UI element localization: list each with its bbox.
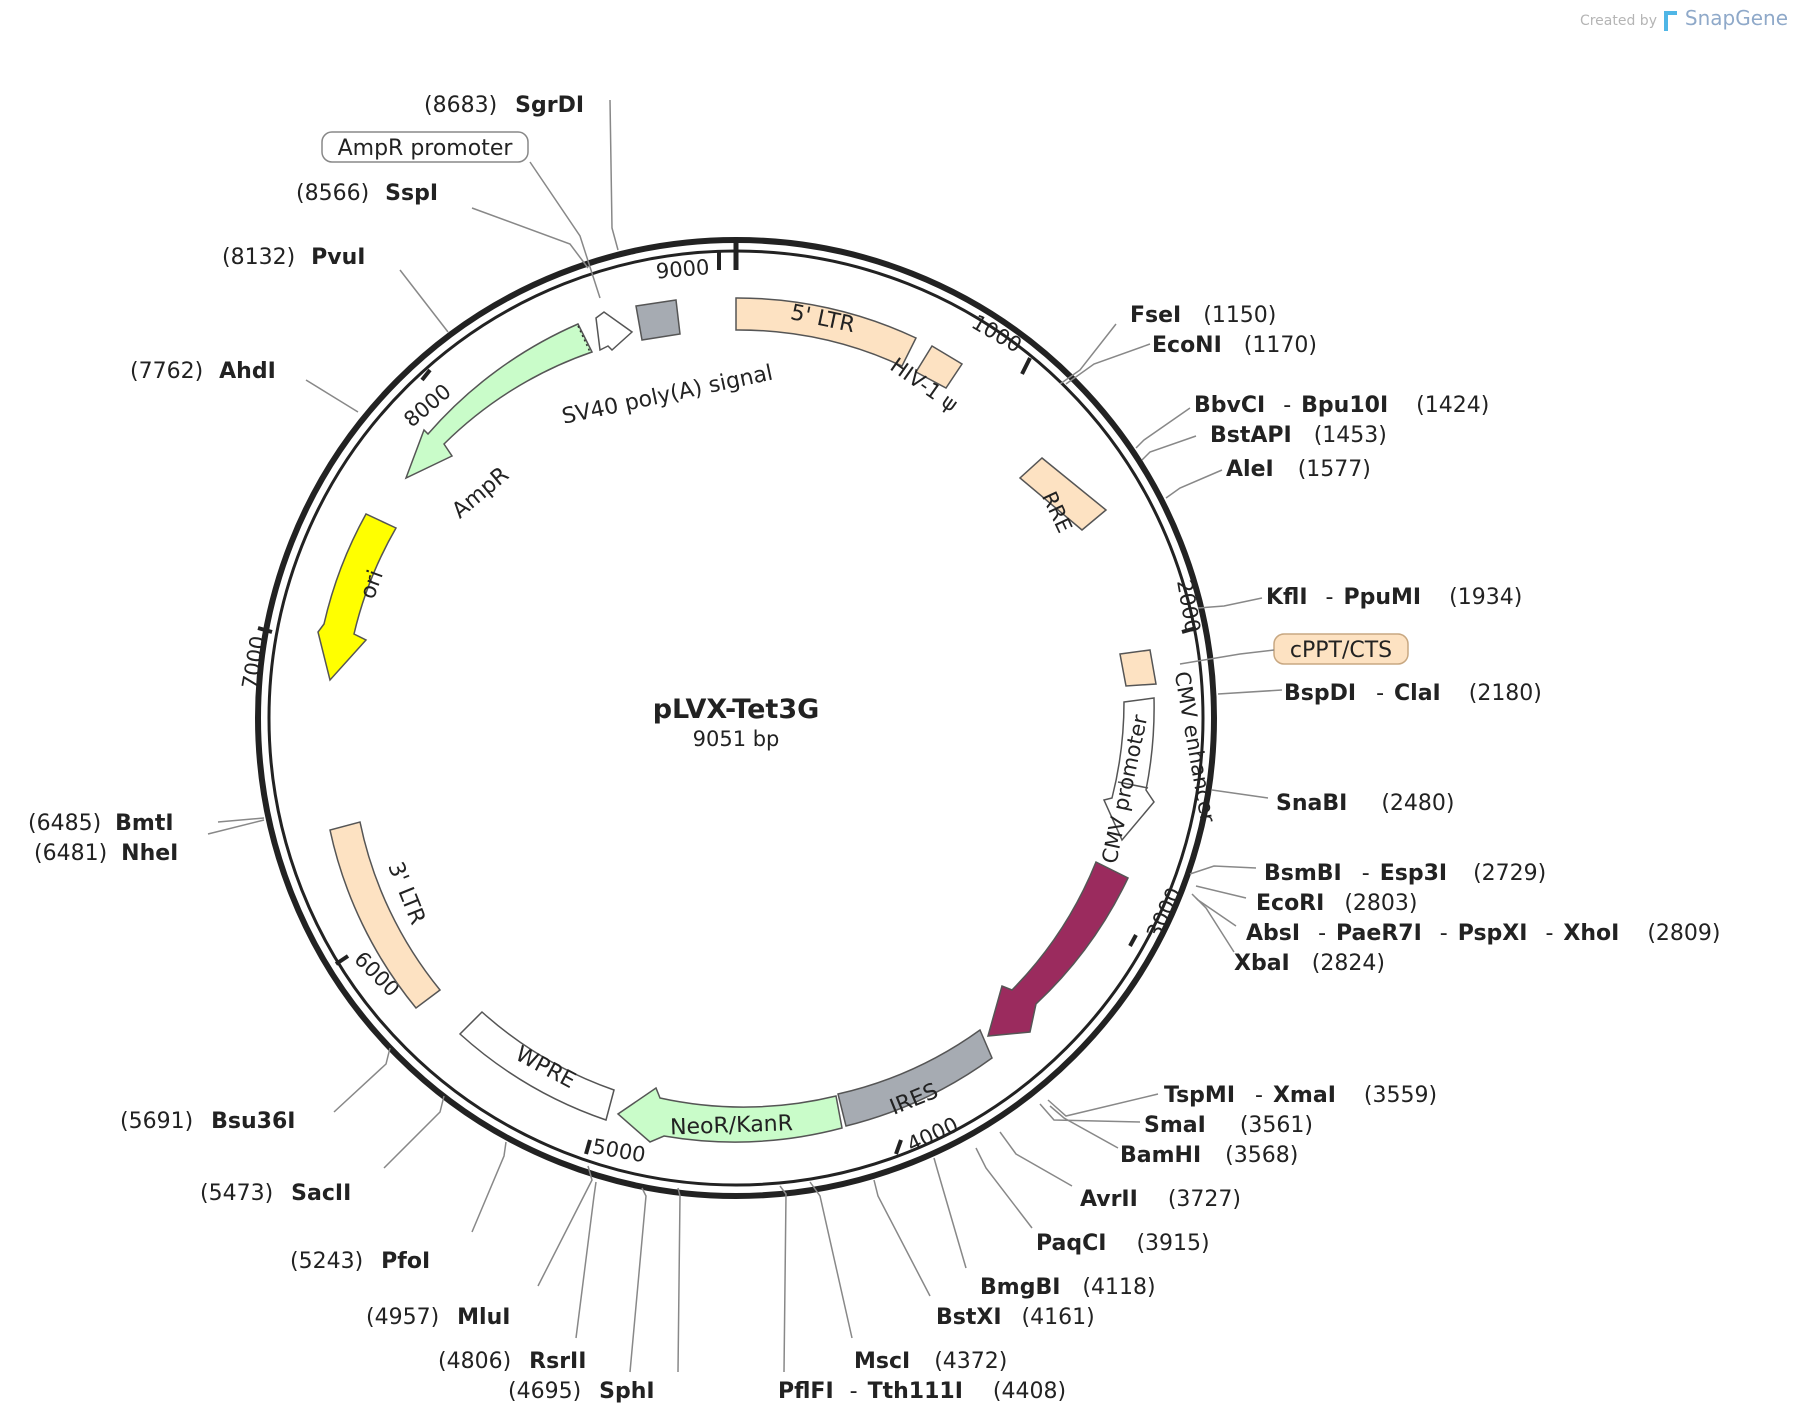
site-bsu36i[interactable]: (5691)Bsu36I: [120, 1109, 295, 1134]
snapgene-watermark: Created by SnapGene: [1580, 6, 1788, 31]
plasmid-size: 9051 bp: [693, 727, 780, 751]
feature-rre[interactable]: RRE: [1018, 457, 1108, 536]
feature-label-sv40-polya: SV40 poly(A) signal: [560, 361, 775, 430]
feature-ampr-promoter[interactable]: [595, 311, 634, 352]
site-tspmi-xmai[interactable]: TspMI-XmaI(3559): [1164, 1083, 1437, 1108]
site-bsmbi-esp3i[interactable]: BsmBI-Esp3I(2729): [1264, 861, 1546, 886]
site-bspdi-clai[interactable]: BspDI-ClaI(2180): [1284, 681, 1542, 706]
watermark-prefix: Created by: [1579, 13, 1657, 29]
boxed-label-ampr-promoter: AmpR promoter: [338, 136, 514, 161]
site-alei[interactable]: AleI(1577): [1226, 457, 1371, 482]
site-snabi[interactable]: SnaBI(2480): [1276, 791, 1454, 816]
site-absi-paer7i-pspxi-xhoi[interactable]: AbsI-PaeR7I-PspXI-XhoI(2809): [1246, 921, 1720, 946]
tick-label-4000: 4000: [903, 1113, 962, 1157]
site-sacii[interactable]: (5473)SacII: [200, 1181, 351, 1206]
site-ahdi[interactable]: (7762)AhdI: [130, 359, 276, 384]
leader-lines: [207, 99, 1283, 1373]
site-pvui[interactable]: (8132)PvuI: [222, 245, 365, 270]
plasmid-name: pLVX-Tet3G: [653, 694, 820, 725]
feature-5ltr[interactable]: 5' LTR: [735, 297, 918, 367]
site-bmgbi[interactable]: BmgBI(4118): [980, 1275, 1156, 1300]
enzyme-labels: (8683)SgrDI (8566)SspI (8132)PvuI (7762)…: [28, 93, 1720, 1404]
site-bbvci-bpu10i[interactable]: BbvCI-Bpu10I(1424): [1194, 393, 1489, 418]
feature-tet-on-3g[interactable]: Tet-On 3G: [986, 860, 1143, 1037]
feature-wpre[interactable]: WPRE: [458, 1010, 615, 1121]
feature-ires[interactable]: IRES: [837, 1028, 993, 1127]
site-rsrii[interactable]: (4806)RsrII: [438, 1349, 586, 1374]
site-sspi[interactable]: (8566)SspI: [296, 181, 438, 206]
site-pfoi[interactable]: (5243)PfoI: [290, 1249, 430, 1274]
tick-label-9000: 9000: [655, 255, 710, 284]
site-bmti[interactable]: (6485)BmtI: [28, 811, 174, 836]
site-bstapi[interactable]: BstAPI(1453): [1210, 423, 1387, 448]
site-msci[interactable]: MscI(4372): [854, 1349, 1007, 1374]
site-ecori[interactable]: EcoRI(2803): [1256, 891, 1417, 916]
snapgene-logo-icon: [1664, 11, 1678, 31]
site-mlui[interactable]: (4957)MluI: [366, 1305, 510, 1330]
features: 5' LTR HIV-1 ψ RRE CMV enhancer CMV prom…: [317, 297, 1220, 1143]
feature-label-ampr: AmpR: [448, 462, 514, 523]
site-bamhi[interactable]: BamHI(3568): [1120, 1143, 1298, 1168]
site-sgrdi[interactable]: (8683)SgrDI: [424, 93, 584, 118]
tick-label-2000: 2000: [1172, 578, 1205, 635]
boxed-label-cppt-cts: cPPT/CTS: [1290, 638, 1392, 663]
site-smai[interactable]: SmaI(3561): [1144, 1113, 1313, 1138]
site-econi[interactable]: EcoNI(1170): [1152, 333, 1317, 358]
site-xbai[interactable]: XbaI(2824): [1234, 951, 1385, 976]
site-kfli-ppumi[interactable]: KflI-PpuMI(1934): [1266, 585, 1522, 610]
feature-hiv1-psi[interactable]: HIV-1 ψ: [886, 344, 964, 417]
feature-cppt-cts[interactable]: [1119, 649, 1157, 687]
site-pflfi-tth111i[interactable]: PflFI-Tth111I(4408): [778, 1379, 1066, 1404]
tick-marks: [257, 240, 1197, 1155]
watermark-brand: SnapGene: [1684, 6, 1788, 30]
tick-label-5000: 5000: [591, 1134, 648, 1167]
site-fsei[interactable]: FseI(1150): [1130, 303, 1276, 328]
site-nhei[interactable]: (6481)NheI: [34, 841, 178, 866]
label-cppt-cts: cPPT/CTS: [1273, 633, 1409, 665]
label-ampr-promoter: AmpR promoter: [321, 131, 529, 163]
feature-label-neor-kanr: NeoR/KanR: [670, 1111, 794, 1140]
site-paqci[interactable]: PaqCI(3915): [1036, 1231, 1210, 1256]
feature-neor-kanr[interactable]: NeoR/KanR: [616, 1086, 843, 1143]
site-sphi[interactable]: (4695)SphI: [508, 1379, 655, 1404]
tick-label-3000: 3000: [1142, 884, 1186, 943]
site-avrii[interactable]: AvrII(3727): [1080, 1187, 1241, 1212]
feature-ori[interactable]: ori: [317, 513, 398, 682]
site-bstxi[interactable]: BstXI(4161): [936, 1305, 1095, 1330]
tick-label-7000: 7000: [238, 634, 271, 691]
